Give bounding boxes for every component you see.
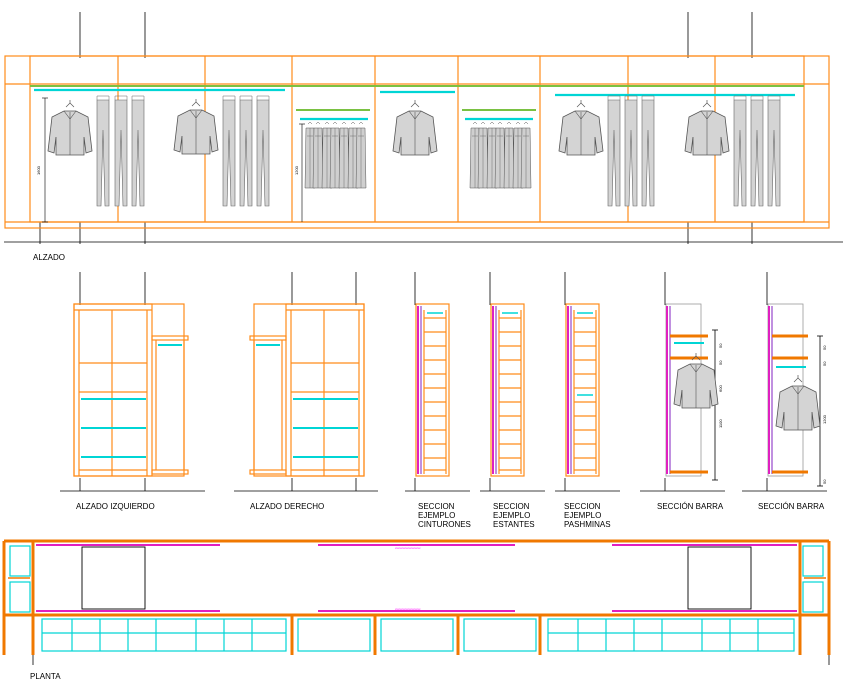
top-shelves bbox=[30, 85, 804, 111]
barra2-dim-1: 50 bbox=[822, 345, 827, 350]
label-seccion-pashminas: SECCION EJEMPLO PASHMINAS bbox=[564, 502, 611, 529]
hanging-garments bbox=[47, 95, 781, 207]
seccion-barra-2: 50 50 1200 50 bbox=[742, 272, 827, 492]
dimension-label-mid: 1200 bbox=[294, 165, 299, 175]
barra2-dim-4: 50 bbox=[822, 479, 827, 484]
label-alzado-derecho: ALZADO DERECHO bbox=[250, 502, 324, 511]
label-alzado: ALZADO bbox=[33, 253, 65, 262]
plan-note-bottom: xxxxxxxxxxxxxxxxx bbox=[395, 607, 421, 611]
seccion-pashminas bbox=[555, 272, 620, 492]
label-seccion-cinturones: SECCION EJEMPLO CINTURONES bbox=[418, 502, 471, 529]
ceiling-hanger-lines bbox=[4, 12, 843, 244]
planta-plan: xxxxxxxxxxxxxxxxx xxxxxxxxxxxxxxxxx bbox=[2, 539, 831, 665]
seccion-cinturones bbox=[405, 272, 470, 492]
alzado-izquierdo bbox=[60, 272, 205, 492]
label-seccion-estantes: SECCION EJEMPLO ESTANTES bbox=[493, 502, 535, 529]
barra1-dim-3: 600 bbox=[718, 385, 723, 392]
barra1-dim-2: 50 bbox=[718, 360, 723, 365]
barra1-dim-4: 1100 bbox=[718, 419, 723, 428]
dimension-lines bbox=[42, 97, 305, 223]
plan-note-top: xxxxxxxxxxxxxxxxx bbox=[395, 546, 421, 550]
alzado-derecho bbox=[234, 272, 378, 492]
label-seccion-barra-2: SECCIÓN BARRA bbox=[758, 502, 825, 511]
seccion-estantes bbox=[480, 272, 545, 492]
barra1-dim-1: 50 bbox=[718, 343, 723, 348]
dimension-label-left: 1600 bbox=[36, 165, 41, 175]
seccion-barra-1: 50 50 600 1100 bbox=[640, 272, 725, 492]
wardrobe-frame bbox=[4, 55, 830, 229]
barra2-dim-3: 1200 bbox=[822, 414, 827, 424]
label-alzado-izquierdo: ALZADO IZQUIERDO bbox=[76, 502, 155, 511]
label-planta: PLANTA bbox=[30, 672, 61, 681]
barra2-dim-2: 50 bbox=[822, 361, 827, 366]
alzado-elevation: 1600 1200 bbox=[4, 12, 843, 244]
label-seccion-barra-1: SECCIÓN BARRA bbox=[657, 502, 724, 511]
hanging-rails bbox=[34, 88, 795, 121]
